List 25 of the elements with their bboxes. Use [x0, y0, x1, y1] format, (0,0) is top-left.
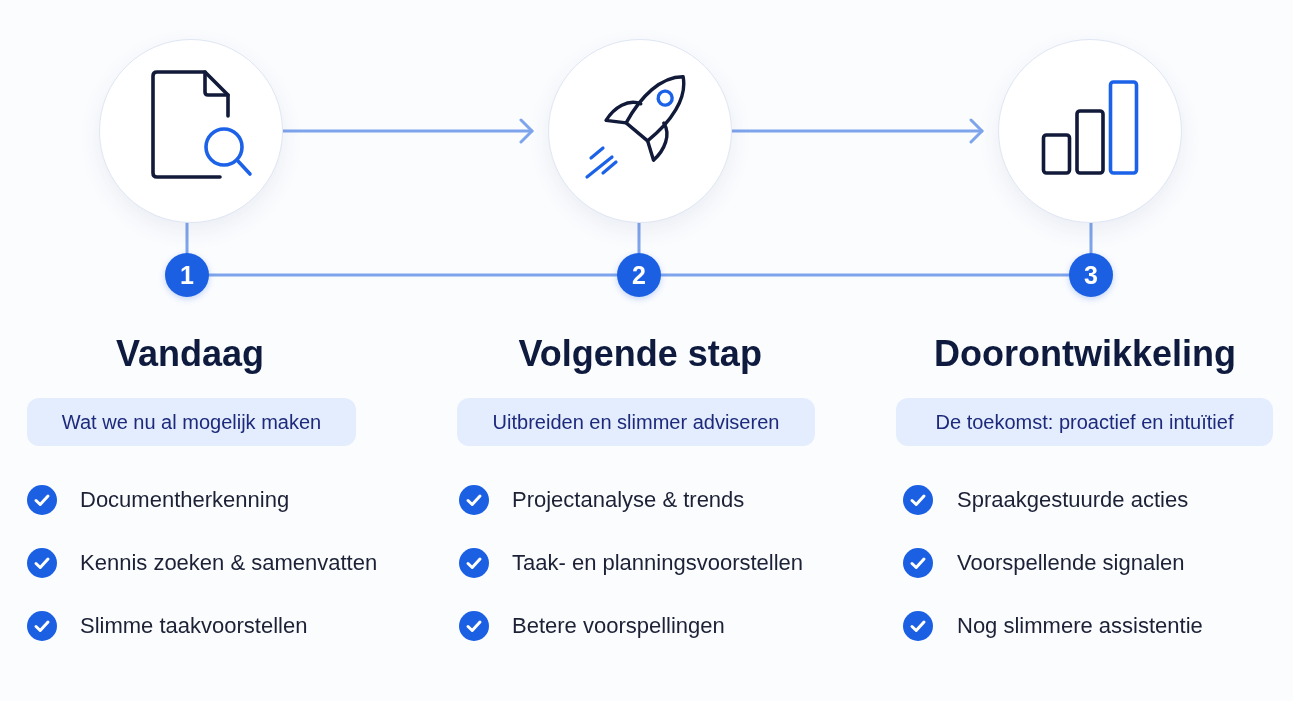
connector-line — [1089, 221, 1093, 255]
feature-text: Betere voorspellingen — [512, 613, 725, 640]
feature-text: Kennis zoeken & samenvatten — [80, 550, 378, 577]
connector-line — [185, 221, 189, 255]
feature-text: Nog slimmere assistentie — [957, 613, 1203, 640]
feature-text: Voorspellende signalen — [957, 550, 1185, 577]
feature-text: Documentherkenning — [80, 487, 290, 514]
connector-line — [659, 273, 1071, 277]
step-number: 3 — [1069, 253, 1113, 297]
connector-line — [637, 221, 641, 255]
feature-text: Slimme taakvoorstellen — [80, 613, 308, 640]
connector-line — [207, 273, 619, 277]
step-heading: Vandaag — [116, 331, 265, 375]
arrow — [730, 118, 984, 144]
step-heading: Doorontwikkeling — [934, 331, 1236, 375]
feature-text: Taak- en planningsvoorstellen — [512, 550, 804, 577]
step-heading: Volgende stap — [518, 331, 762, 375]
step-number: 2 — [617, 253, 661, 297]
subtitle-tag: Wat we nu al mogelijk maken — [27, 398, 356, 446]
step-number: 1 — [165, 253, 209, 297]
arrow — [281, 118, 534, 144]
subtitle-tag: De toekomst: proactief en intuïtief — [896, 398, 1273, 446]
feature-text: Projectanalyse & trends — [512, 487, 745, 514]
subtitle-tag: Uitbreiden en slimmer adviseren — [457, 398, 815, 446]
feature-text: Spraakgestuurde acties — [957, 487, 1189, 514]
